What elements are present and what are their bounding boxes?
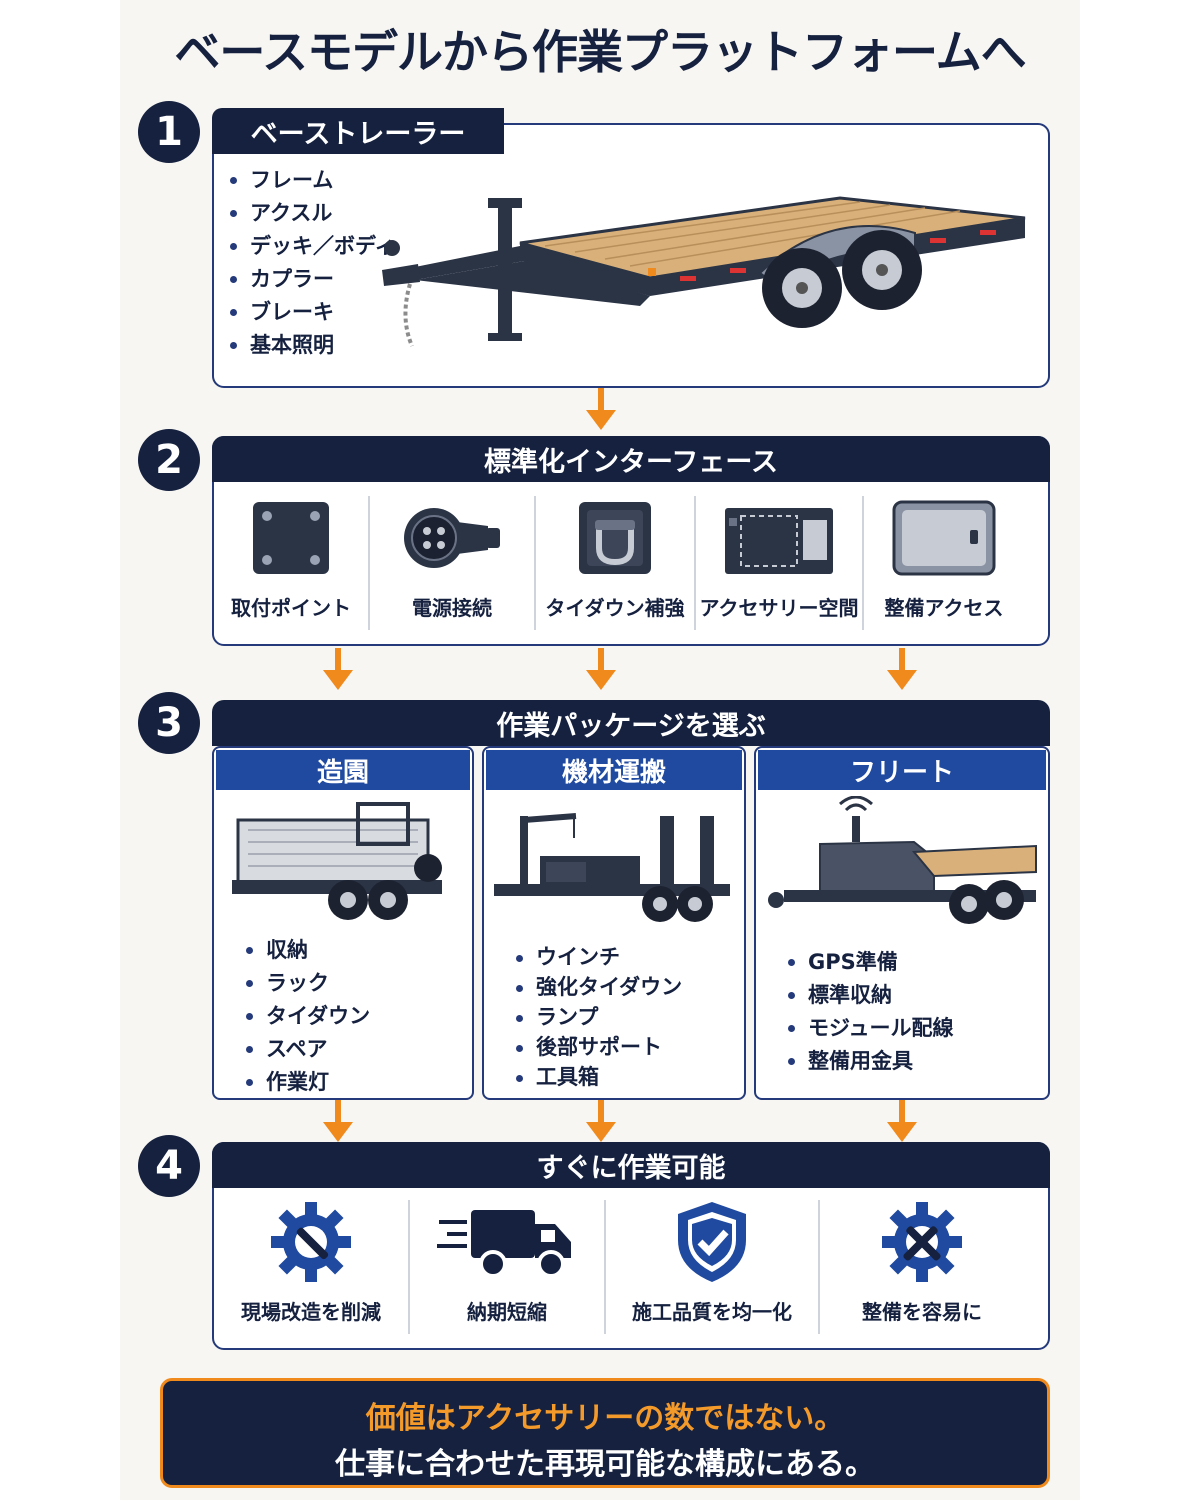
list-item: 収納 [246,934,370,967]
benefit-item: 現場改造を削減 [214,1200,408,1340]
divider [408,1200,410,1334]
divider [534,496,536,630]
value-statement-line-1: 価値はアクセサリーの数ではない。 [365,1401,845,1436]
interface-item-service: 整備アクセス [864,496,1024,630]
benefit-item: 整備を容易に [820,1200,1024,1340]
divider [694,496,696,630]
interface-label: 電源接続 [412,596,492,620]
base-trailer-illustration [382,196,1026,347]
package-card-fleet [754,746,1050,1100]
list-item: フレーム [230,164,396,197]
package-name: 機材運搬 [486,750,742,790]
fleet-trailer-illustration [768,796,1037,924]
benefit-label: 納期短縮 [467,1300,547,1324]
package-name: フリート [758,750,1046,790]
fast-truck-icon [437,1210,571,1278]
package-name: 造園 [216,750,470,790]
mounting-plate-icon [253,502,329,574]
accessory-space-icon [725,508,833,574]
step-number-3: 3 [138,692,200,754]
list-item: GPS準備 [788,946,954,979]
list-item: ウインチ [516,942,682,972]
benefit-label: 施工品質を均一化 [632,1300,792,1324]
gear-tools-icon [882,1202,962,1282]
interface-label: タイダウン補強 [545,596,685,620]
list-item: 工具箱 [516,1062,682,1092]
benefit-item: 納期短縮 [410,1200,604,1340]
package-item-list: 収納 ラック タイダウン スペア 作業灯 [246,934,370,1099]
interface-item-power: 電源接続 [370,496,534,630]
step-label-4: すぐに作業可能 [212,1142,1050,1188]
base-item-list: フレーム アクスル デッキ／ボディ カプラー ブレーキ 基本照明 [230,164,396,362]
step-label-3: 作業パッケージを選ぶ [212,700,1050,746]
benefit-label: 現場改造を削減 [241,1300,381,1324]
interface-label: 取付ポイント [231,596,351,620]
flow-arrow [586,388,616,430]
divider [604,1200,606,1334]
benefit-label: 整備を容易に [862,1300,982,1324]
step-number-1: 1 [138,101,200,163]
list-item: 標準収納 [788,979,954,1012]
step-number-4: 4 [138,1135,200,1197]
list-item: モジュール配線 [788,1012,954,1045]
divider [368,496,370,630]
divider [818,1200,820,1334]
interface-item-accessory: アクセサリー空間 [696,496,862,630]
list-item: 整備用金具 [788,1045,954,1078]
list-item: ラック [246,967,370,1000]
flow-arrow [323,1100,353,1142]
flow-arrow [887,1100,917,1142]
flow-arrow [586,1100,616,1142]
list-item: ランプ [516,1002,682,1032]
list-item: ブレーキ [230,296,396,329]
interface-item-tiedown: タイダウン補強 [536,496,694,630]
benefit-item: 施工品質を均一化 [606,1200,818,1340]
shield-check-icon [678,1202,746,1282]
list-item: 基本照明 [230,329,396,362]
list-item: 作業灯 [246,1066,370,1099]
list-item: デッキ／ボディ [230,230,396,263]
tie-down-ring-icon [579,502,651,574]
landscape-trailer-illustration [232,802,442,920]
flow-arrow [323,648,353,690]
list-item: 後部サポート [516,1032,682,1062]
service-panel-icon [892,500,996,576]
equipment-trailer-illustration [494,813,730,922]
interface-item-mounting: 取付ポイント [214,496,368,630]
list-item: カプラー [230,263,396,296]
value-statement-line-2: 仕事に合わせた再現可能な構成にある。 [335,1447,875,1482]
step-label-1: ベーストレーラー [212,108,504,154]
interface-label: 整備アクセス [884,596,1004,620]
package-item-list: ウインチ 強化タイダウン ランプ 後部サポート 工具箱 [516,942,682,1092]
package-item-list: GPS準備 標準収納 モジュール配線 整備用金具 [788,946,954,1078]
divider [862,496,864,630]
list-item: タイダウン [246,1000,370,1033]
flow-arrow [887,648,917,690]
value-statement-banner: 価値はアクセサリーの数ではない。 仕事に合わせた再現可能な構成にある。 [160,1378,1050,1488]
flow-arrow [586,648,616,690]
step-label-2: 標準化インターフェース [212,436,1050,482]
gear-wrench-icon [271,1202,351,1282]
package-card-landscaping [212,746,474,1100]
power-connector-icon [404,508,500,568]
list-item: 強化タイダウン [516,972,682,1002]
interface-label: アクセサリー空間 [699,596,859,620]
list-item: スペア [246,1033,370,1066]
page-title: ベースモデルから作業プラットフォームへ [174,25,1026,79]
step-number-2: 2 [138,429,200,491]
package-card-equipment [482,746,746,1100]
list-item: アクスル [230,197,396,230]
